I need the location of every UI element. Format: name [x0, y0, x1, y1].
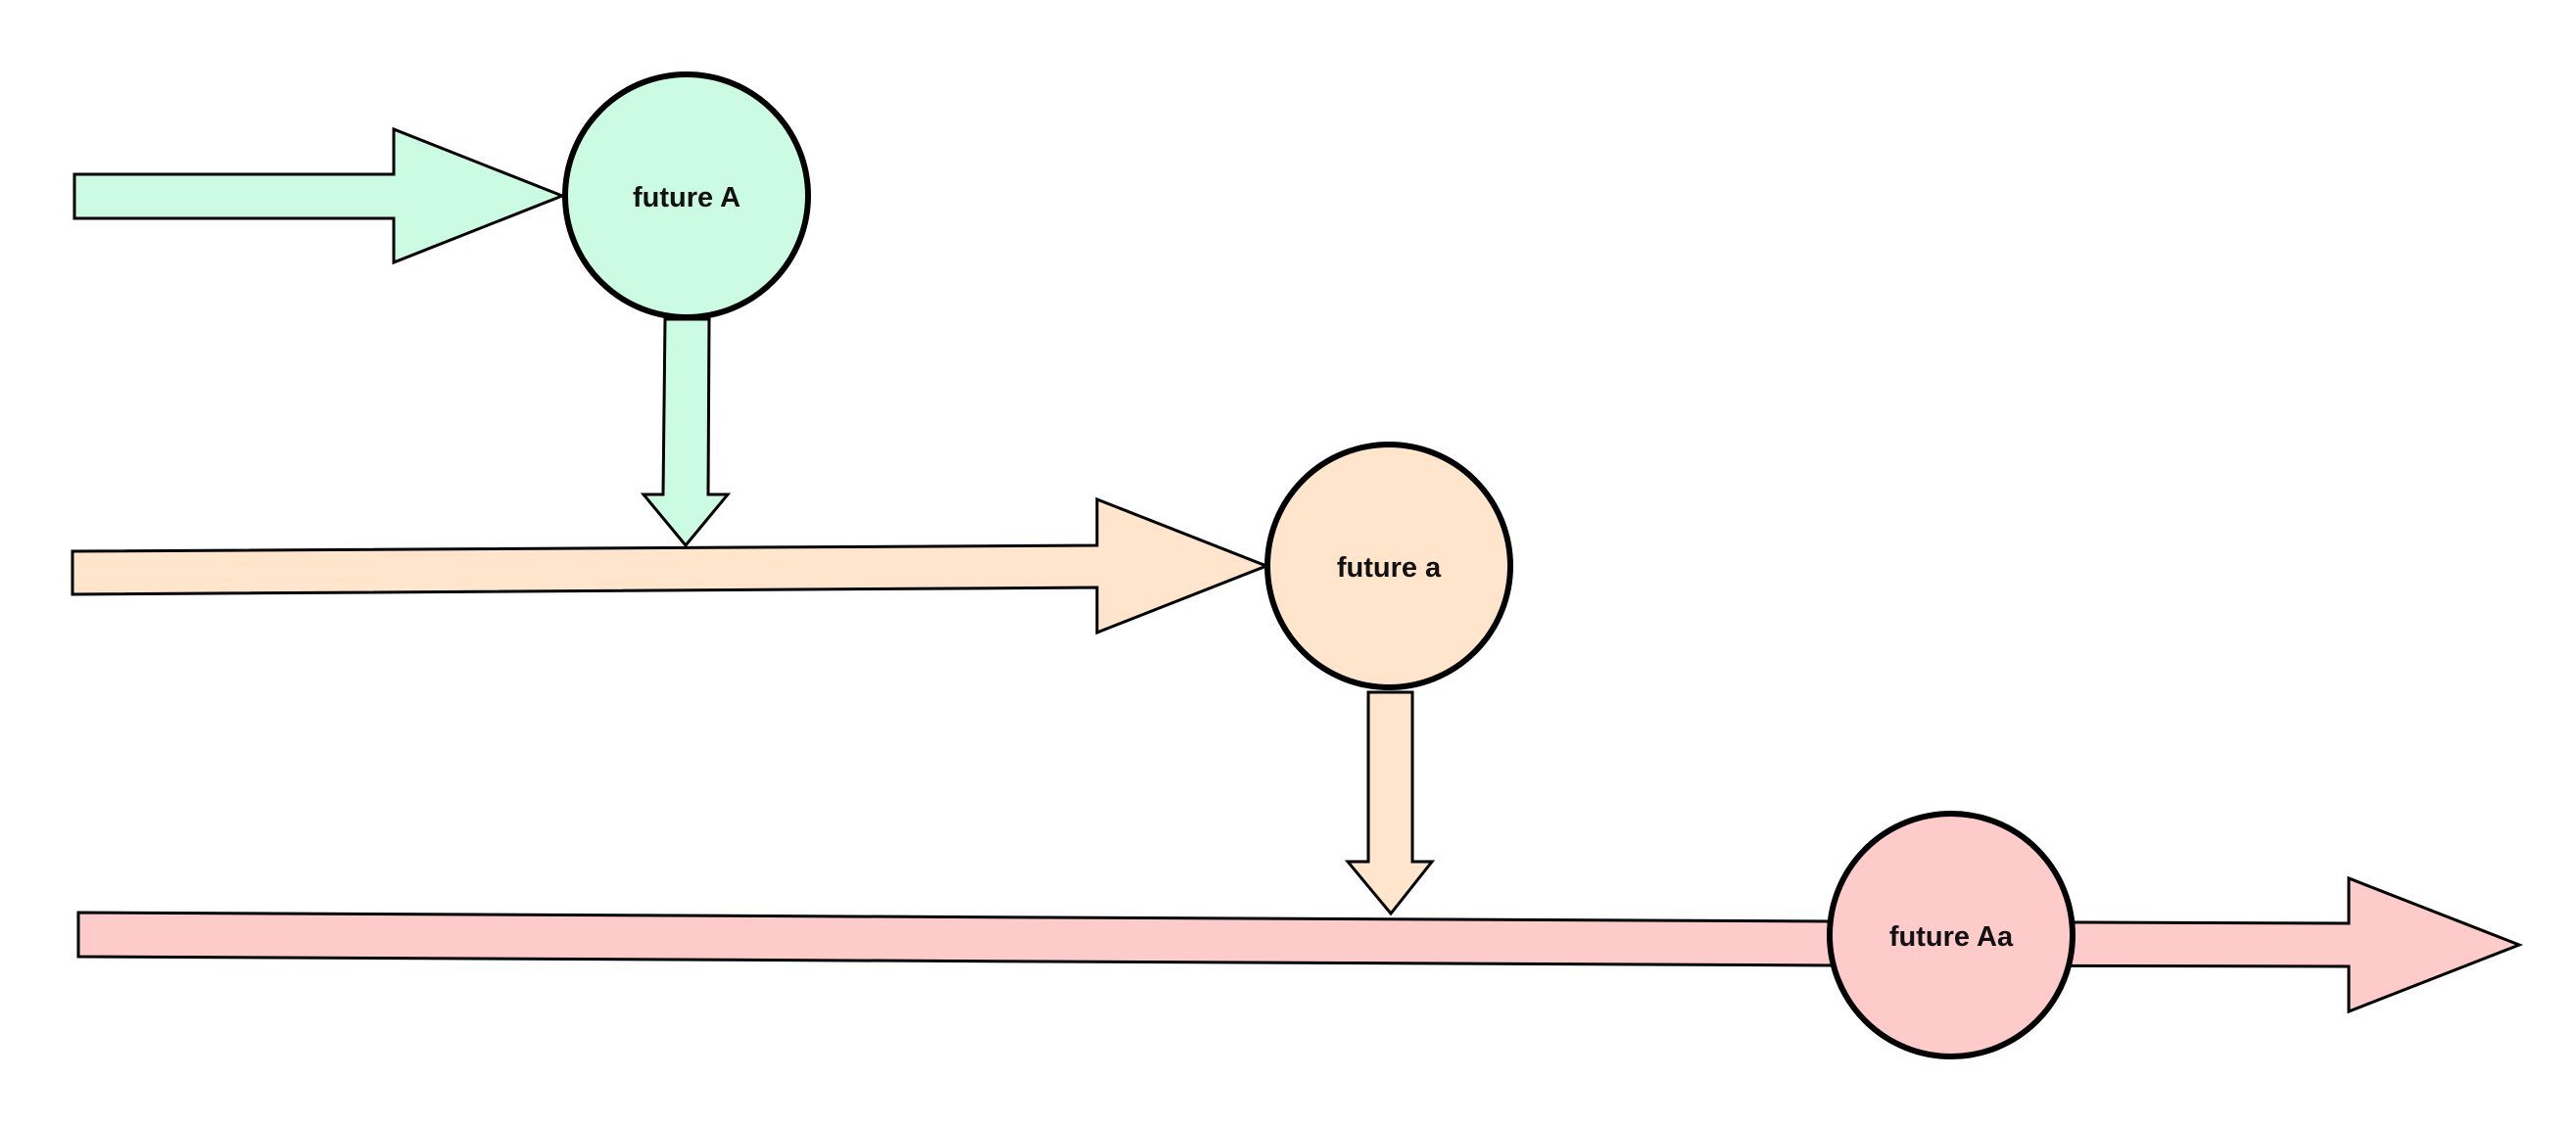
node-future-A[interactable]: future A — [562, 71, 811, 320]
node-future-Aa-circle — [1827, 811, 2075, 1059]
node-future-A-label: future A — [633, 182, 740, 213]
arrow-through-future-Aa — [76, 875, 2524, 1014]
arrow-future-A-down — [640, 317, 732, 548]
arrow-into-future-A — [72, 126, 567, 265]
arrow-into-future-a — [71, 496, 1271, 635]
node-future-A-circle — [562, 71, 811, 320]
node-future-Aa-label: future Aa — [1889, 921, 2014, 953]
arrow-future-a-down — [1344, 690, 1436, 916]
node-future-a[interactable]: future a — [1264, 442, 1513, 690]
node-future-a-circle — [1264, 442, 1513, 690]
node-future-a-label: future a — [1337, 552, 1442, 584]
node-future-Aa[interactable]: future Aa — [1827, 811, 2075, 1059]
